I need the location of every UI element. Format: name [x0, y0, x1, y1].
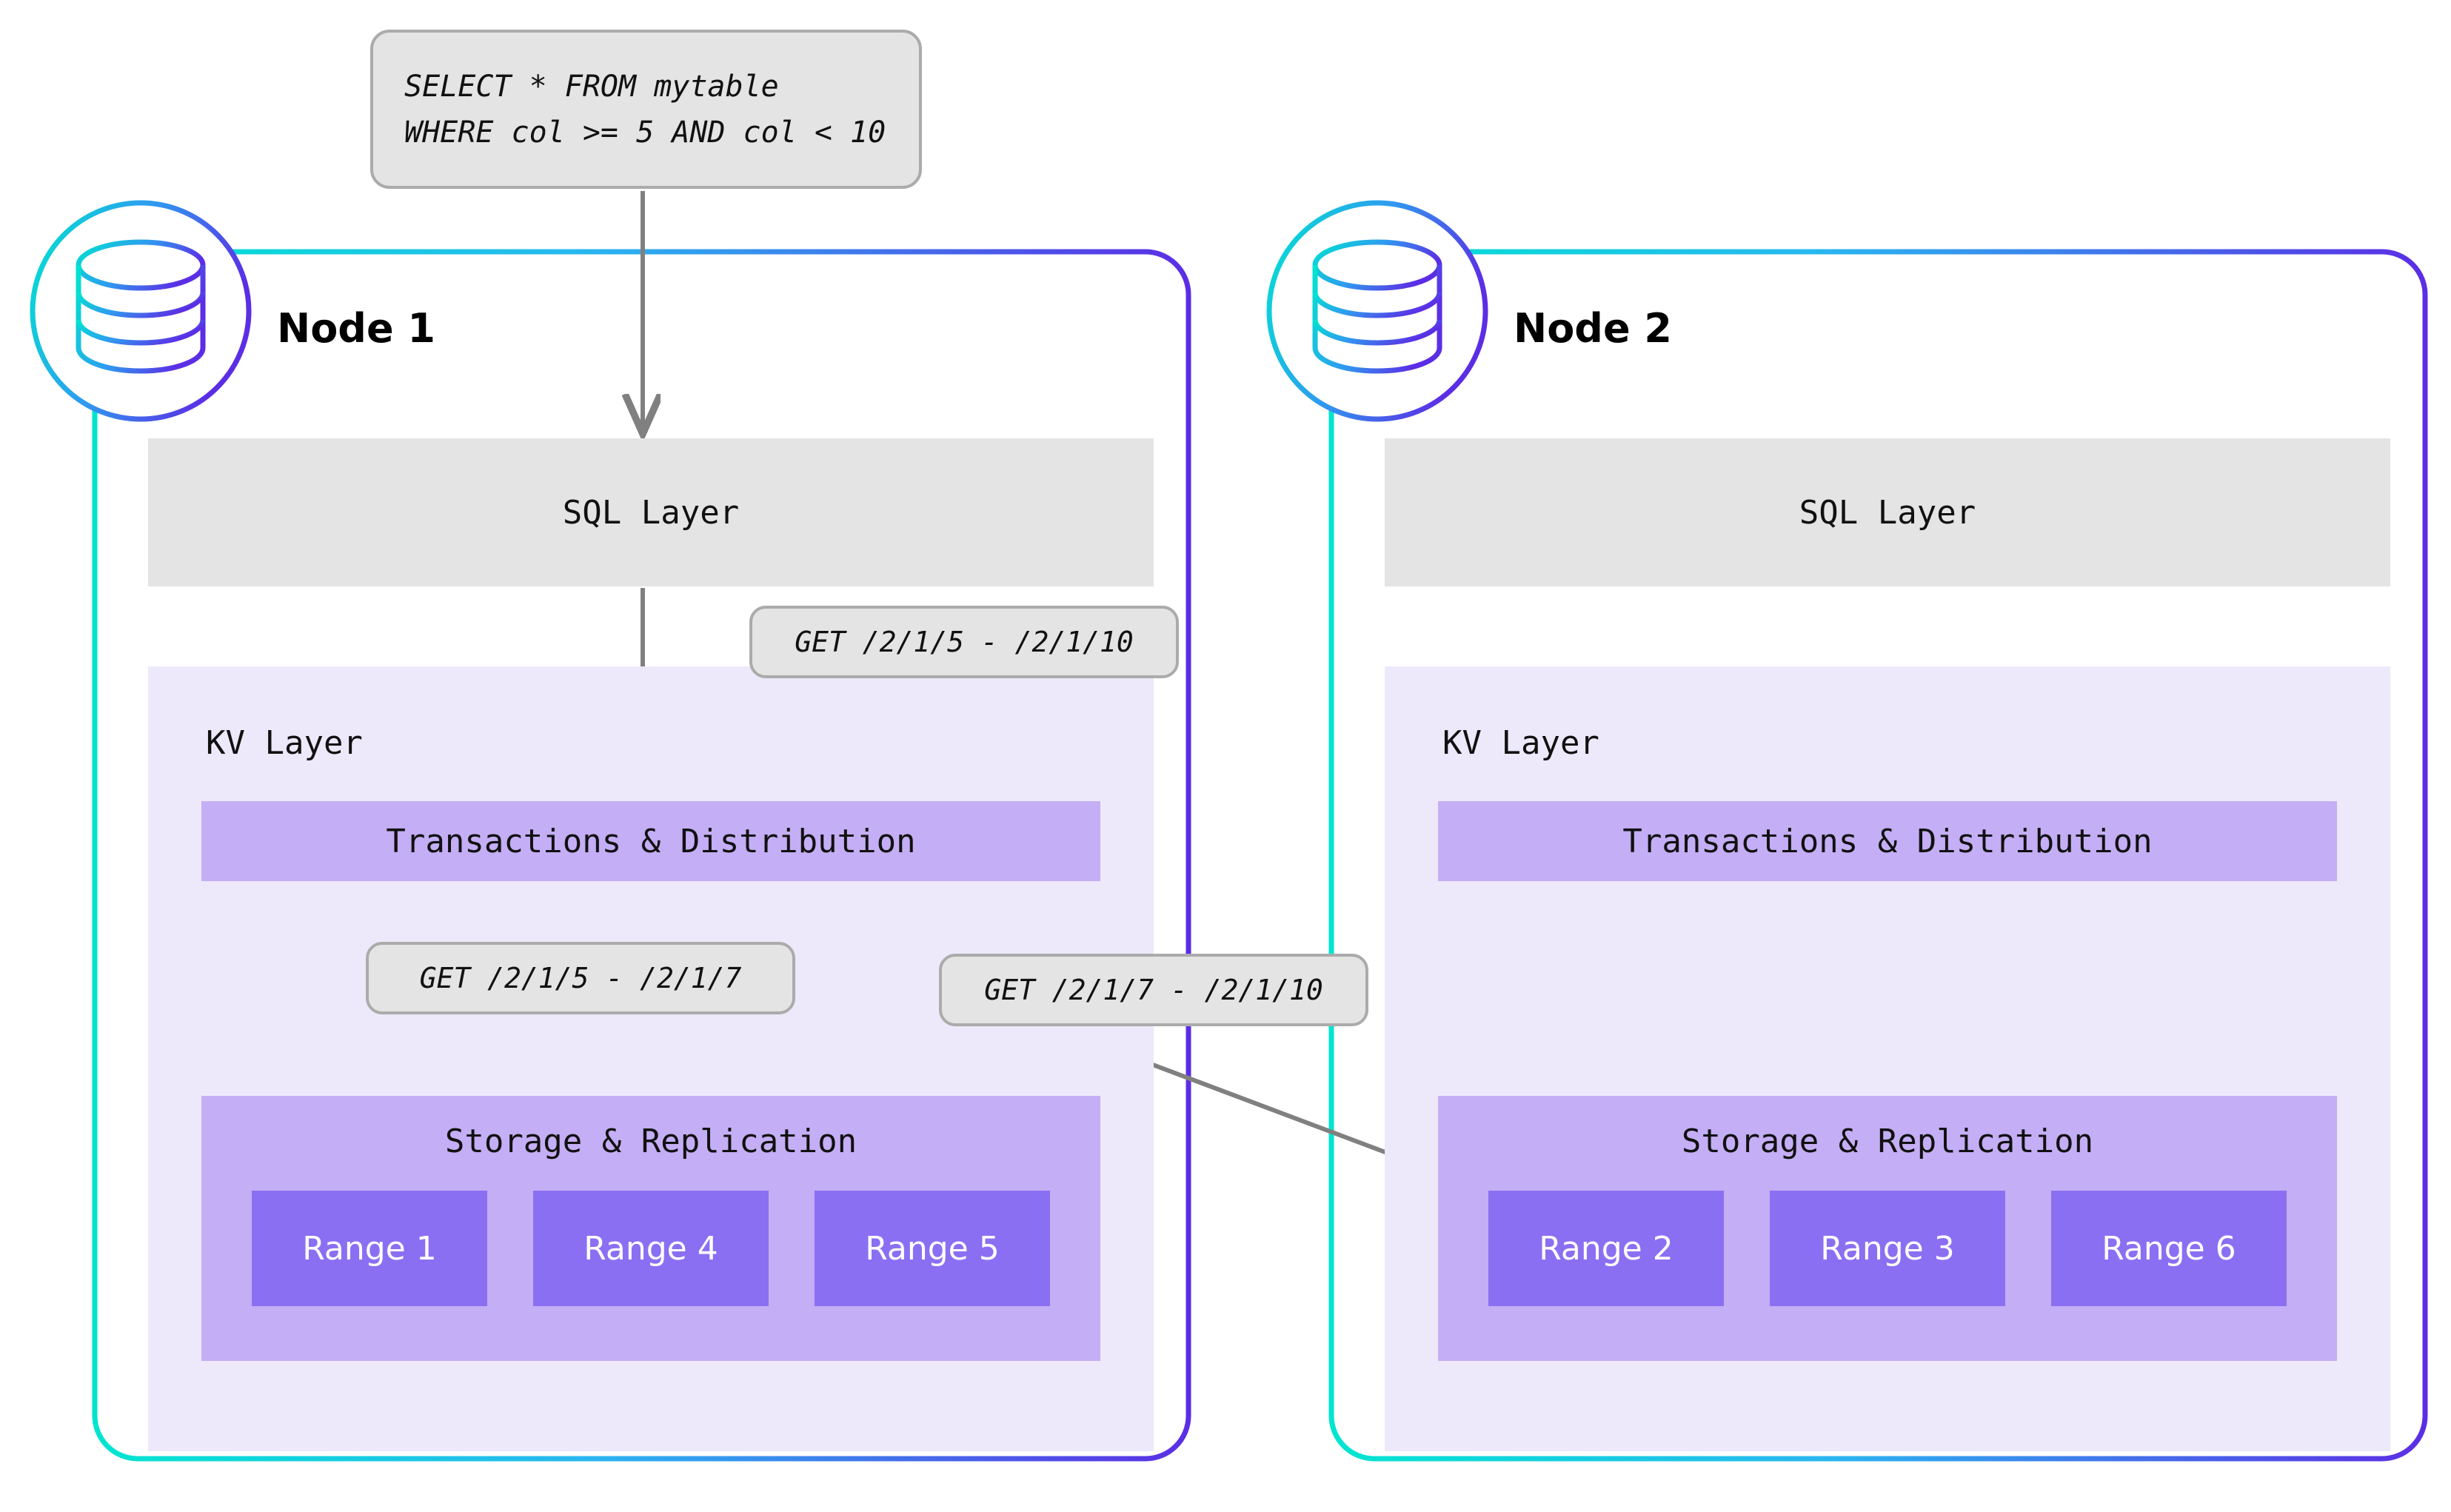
node-1-sql-layer: SQL Layer — [148, 438, 1154, 586]
node-1-title: Node 1 — [277, 305, 435, 352]
node-1-range-row: Range 1 Range 4 Range 5 — [252, 1191, 1050, 1306]
callout-get-remote-range: GET /2/1/7 - /2/1/10 — [939, 954, 1368, 1026]
range-label: Range 6 — [2101, 1229, 2236, 1268]
node-2-sql-layer-label: SQL Layer — [1799, 493, 1976, 532]
callout-get-local-range: GET /2/1/5 - /2/1/7 — [366, 942, 795, 1014]
node-2-kv-layer-label: KV Layer — [1442, 724, 1599, 762]
node-2-icon-backdrop — [1269, 203, 1485, 419]
node-2-title: Node 2 — [1514, 305, 1672, 352]
database-cylinder-icon-node-2 — [1312, 239, 1442, 374]
node-1-transactions-label: Transactions & Distribution — [386, 822, 916, 860]
node-1-kv-layer-label: KV Layer — [206, 724, 363, 762]
node-1-icon-ring — [30, 200, 252, 422]
node-2-kv-layer: KV Layer Transactions & Distribution Sto… — [1385, 666, 2390, 1451]
range-label: Range 4 — [584, 1229, 718, 1268]
node-2-storage-box: Storage & Replication Range 2 Range 3 Ra… — [1438, 1096, 2337, 1361]
callout-label: GET /2/1/7 - /2/1/10 — [984, 974, 1323, 1006]
node-1-sql-layer-label: SQL Layer — [562, 493, 740, 532]
node-2-range-6: Range 6 — [2051, 1191, 2287, 1306]
range-label: Range 5 — [865, 1229, 1000, 1268]
node-1-range-1: Range 1 — [252, 1191, 487, 1306]
node-1-range-4: Range 4 — [533, 1191, 769, 1306]
node-2-storage-label: Storage & Replication — [1681, 1123, 2094, 1160]
node-1-kv-layer: KV Layer Transactions & Distribution Sto… — [148, 666, 1154, 1451]
sql-query-line-2: WHERE col >= 5 AND col < 10 — [404, 115, 886, 150]
sql-query-line-1: SELECT * FROM mytable — [404, 69, 779, 104]
node-1-range-5: Range 5 — [815, 1191, 1050, 1306]
callout-label: GET /2/1/5 - /2/1/7 — [419, 962, 742, 994]
node-2-sql-layer: SQL Layer — [1385, 438, 2390, 586]
node-2-range-2: Range 2 — [1488, 1191, 1724, 1306]
sql-query-box: SELECT * FROM mytable WHERE col >= 5 AND… — [370, 30, 922, 189]
node-1-icon-backdrop — [33, 203, 249, 419]
node-2-transactions-box: Transactions & Distribution — [1438, 801, 2337, 881]
node-2-range-3: Range 3 — [1770, 1191, 2005, 1306]
node-1-transactions-box: Transactions & Distribution — [201, 801, 1100, 881]
node-2-icon-ring — [1266, 200, 1488, 422]
callout-get-sql-to-kv: GET /2/1/5 - /2/1/10 — [749, 606, 1179, 678]
range-label: Range 2 — [1539, 1229, 1673, 1268]
range-label: Range 1 — [302, 1229, 437, 1268]
range-label: Range 3 — [1820, 1229, 1955, 1268]
node-2-transactions-label: Transactions & Distribution — [1622, 822, 2153, 860]
node-1-storage-label: Storage & Replication — [444, 1123, 857, 1160]
node-1-storage-box: Storage & Replication Range 1 Range 4 Ra… — [201, 1096, 1100, 1361]
callout-label: GET /2/1/5 - /2/1/10 — [795, 626, 1134, 658]
node-2-range-row: Range 2 Range 3 Range 6 — [1488, 1191, 2287, 1306]
database-cylinder-icon-node-1 — [76, 239, 206, 374]
